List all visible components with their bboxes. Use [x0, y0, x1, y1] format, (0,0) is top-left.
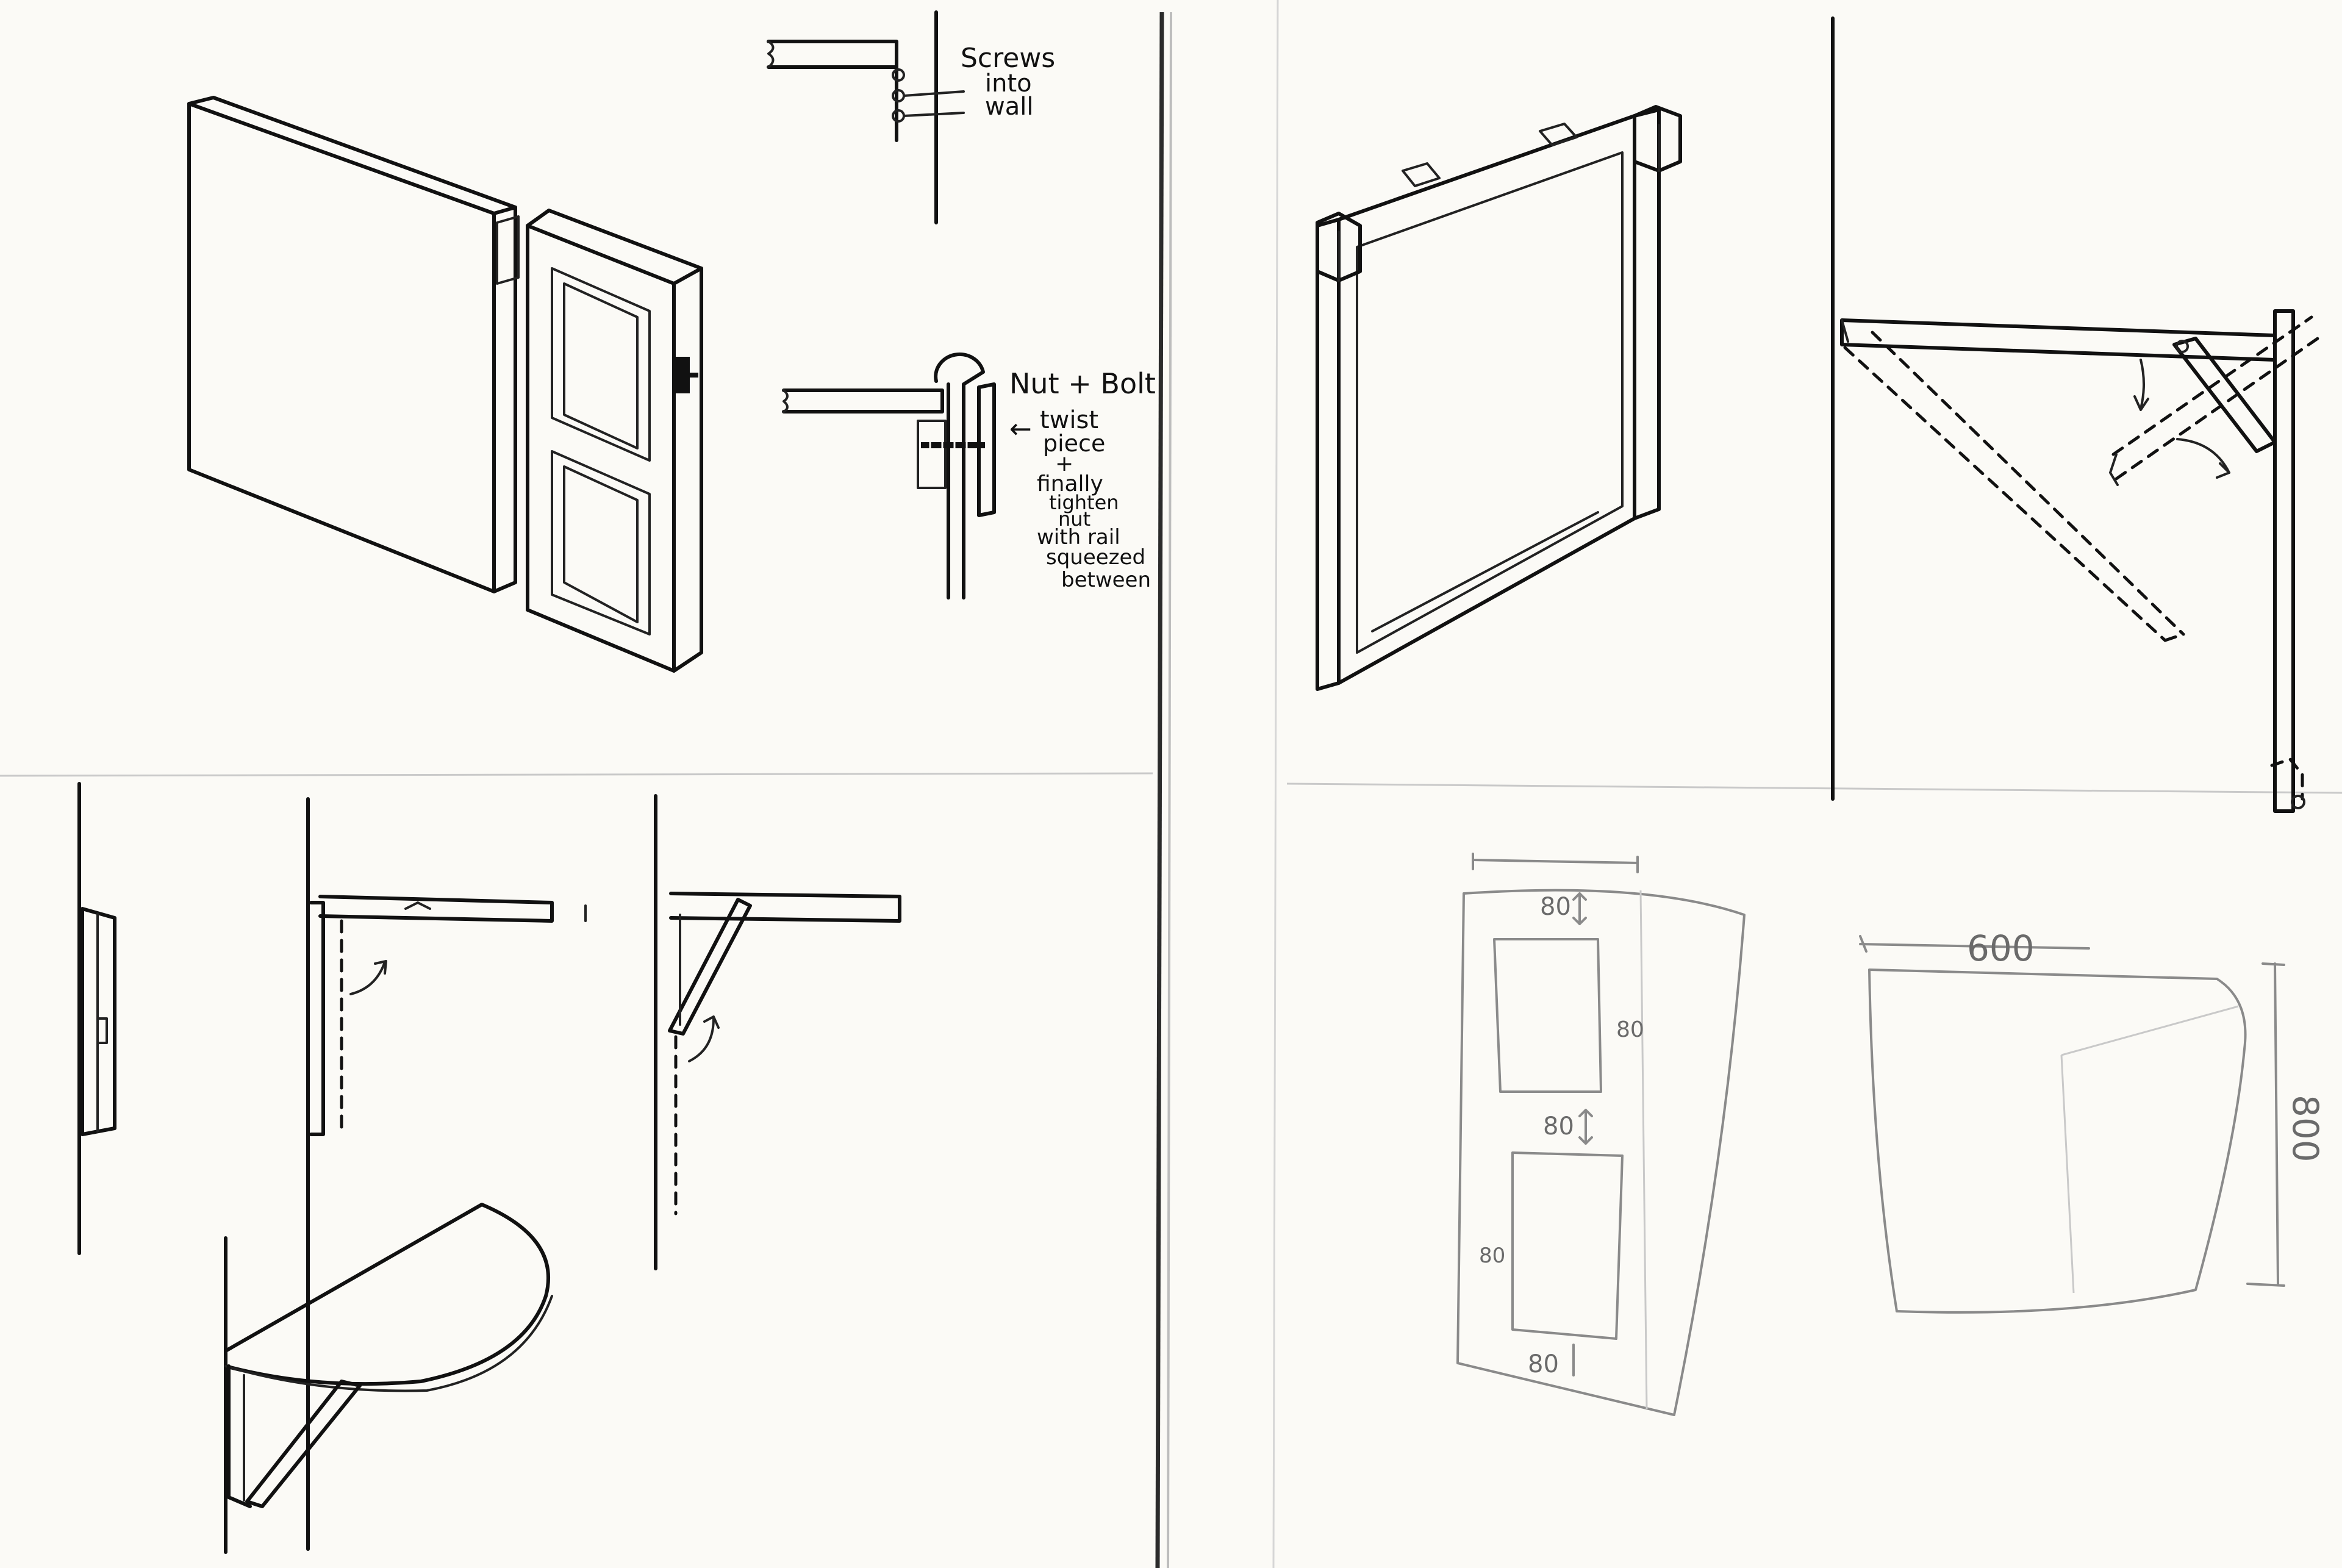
fold-down-bracket-side-sketch: [1831, 16, 2319, 813]
panel-guides: [0, 772, 2342, 794]
screws-label-line3: wall: [985, 93, 1033, 121]
note-line-5: tighten: [1049, 491, 1119, 514]
folded-panel-iso-sketch: [187, 96, 520, 593]
note-line-9: between: [1061, 568, 1151, 592]
hinge-icon: [1402, 162, 1441, 187]
note-line-2: piece: [1043, 430, 1105, 457]
dimension-label-top: 80: [1540, 893, 1571, 921]
screw-detail-sketch: [767, 10, 965, 224]
screws-note: Screws into wall: [961, 43, 1055, 121]
screws-label-line2: into: [985, 70, 1032, 98]
screws-label-line1: Screws: [961, 43, 1055, 74]
half-round-table-iso-sketch: [224, 1203, 553, 1554]
dimension-label-side: 80: [1616, 1017, 1644, 1042]
left-arrow-icon: ←: [1009, 413, 1032, 445]
note-line-1: twist: [1040, 406, 1098, 434]
dimension-label-width: 600: [1967, 928, 2035, 969]
note-line-7: with rail: [1037, 525, 1120, 550]
note-line-8: squeezed: [1046, 545, 1145, 570]
panel-dimensions-pencil-sketch: 80 80 80 80 80: [1456, 853, 1746, 1416]
dimension-label-bottom: 80: [1528, 1350, 1559, 1378]
dimension-label-middle: 80: [1543, 1112, 1574, 1140]
page-gutter: [1155, 0, 1279, 1568]
framed-panel-iso-sketch: [526, 209, 703, 673]
stage-3-bracket-raised-sketch: [654, 794, 901, 1270]
dimension-label-left: 80: [1479, 1244, 1505, 1268]
nut-bolt-note: Nut + Bolt ← twist piece + finally tight…: [1009, 367, 1156, 592]
hinge-icon: [1539, 123, 1578, 146]
table-frame-iso-sketch: [1316, 105, 1682, 691]
note-line-6: nut: [1058, 507, 1090, 531]
stage-1-folded-sketch: [77, 782, 116, 1255]
nut-bolt-detail-sketch: [782, 353, 996, 600]
note-line-3: +: [1055, 451, 1073, 476]
dimension-label-height: 800: [2285, 1095, 2326, 1162]
table-size-pencil-sketch: 600 800: [1859, 928, 2326, 1314]
nut-bolt-label: Nut + Bolt: [1009, 367, 1156, 400]
note-line-4: finally: [1037, 471, 1103, 496]
